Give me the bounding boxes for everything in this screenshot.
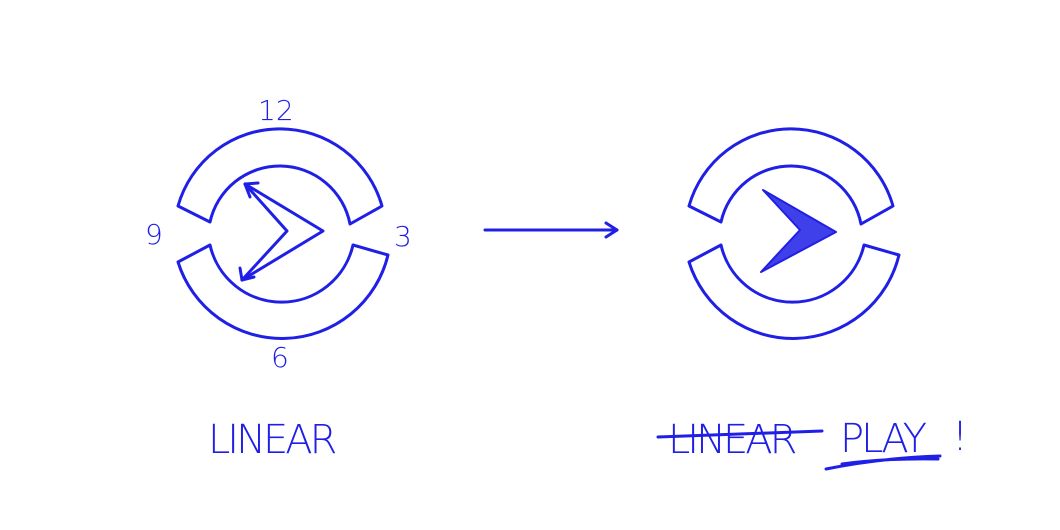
clock-number-9: 9 [145,218,163,251]
arrowhead-icon [243,181,260,199]
arrowhead-icon [238,266,256,282]
transition-arrow [483,221,619,239]
strikethrough-line [656,429,824,439]
linear-clock-logo: 12 3 6 9 [145,94,412,374]
upper-arc [687,127,895,226]
lower-arc [687,243,901,340]
upper-arc [176,127,384,226]
left-caption: LINEAR [208,417,336,463]
exclamation-mark: ! [952,414,968,460]
underline-strokes [824,454,942,471]
lower-arc [176,243,390,340]
clock-hands-chevron [238,181,325,282]
clock-number-3: 3 [394,220,412,253]
right-caption: LINEAR PLAY ! [656,414,968,471]
play-caption: PLAY [840,416,927,462]
clock-number-12: 12 [258,94,294,127]
play-icon [760,189,837,273]
clock-number-6: 6 [271,341,289,374]
struck-linear-caption: LINEAR [668,417,796,463]
play-logo [687,127,901,340]
